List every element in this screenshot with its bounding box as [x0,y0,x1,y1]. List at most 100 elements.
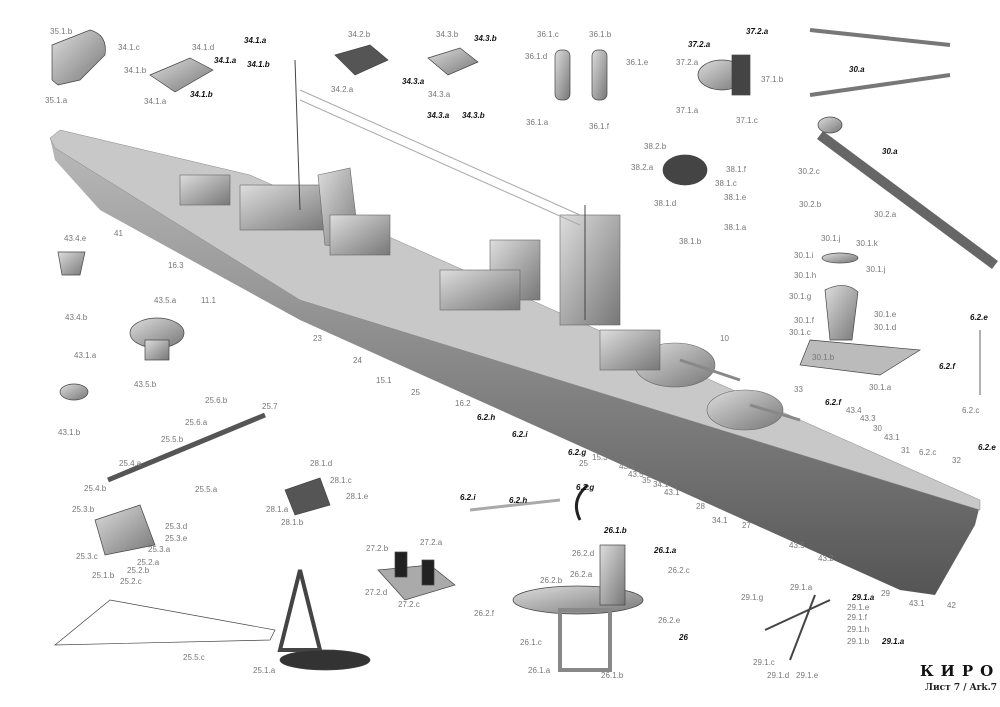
part-label: 30.2.a [874,210,897,219]
part-label: 29.1.d [767,671,790,680]
part-label: 28.1.e [346,492,369,501]
part-label: 25.1.a [253,666,276,675]
part-label: 6.2.f [939,362,956,371]
part-30-2-rail [817,130,998,270]
part-label: 43.5.b [134,380,157,389]
part-label: 27 [742,521,751,530]
part-label: 37.1.c [736,116,758,125]
part-label: 43.3 [860,414,876,423]
part-label: 31 [901,446,910,455]
part-25-5-truss [53,599,276,646]
part-label: 6.2.h [477,413,496,422]
part-label: 26 [679,633,688,642]
part-label: 15.1 [376,376,392,385]
part-label: 27.2.c [398,600,420,609]
part-label: 27.2.a [420,538,443,547]
part-label: 36.1.a [526,118,549,127]
part-label: 43.5 [789,541,805,550]
part-27-2-base [377,564,456,601]
part-label: 25.1.b [92,571,115,580]
part-label: 28 [696,502,705,511]
part-label: 43.5.a [154,296,177,305]
part-label: 26.2.a [570,570,593,579]
part-label: 41 [114,229,123,238]
part-label: 30.1.f [794,316,815,325]
part-35-1 [51,29,106,86]
part-26-1-frame [558,608,612,672]
part-label: 38.1.f [726,165,747,174]
part-label: 34.3.a [427,111,450,120]
part-6-2-h [469,498,561,512]
part-label: 30.2.b [799,200,822,209]
part-43-5-stem [144,339,170,361]
part-label: 36.1.d [525,52,548,61]
part-label: 38.1.e [724,193,747,202]
part-label: 11.1 [201,296,216,305]
part-label: 38.2.a [631,163,654,172]
part-label: 30.1.i [794,251,814,260]
part-label: 37.1.b [761,75,784,84]
part-label: 25.2.b [127,566,150,575]
part-label: 32 [952,456,961,465]
part-label: 28.1.b [281,518,304,527]
part-label: 30.a [849,65,865,74]
part-label: 16.3 [168,261,184,270]
part-label: 34.1.a [244,36,267,45]
part-label: 27.2.d [365,588,388,597]
part-label: 26.2.f [474,609,495,618]
part-label: 38.1.c [715,179,737,188]
part-label: 34.1.a [144,97,167,106]
part-label: 26.2.c [668,566,690,575]
part-label: 28.1.d [310,459,333,468]
part-label: 43.1 [909,599,925,608]
part-label: 29 [881,589,890,598]
part-label: 25.3.e [165,534,188,543]
part-label: 43.4 [846,406,862,415]
part-label: 30 [873,424,882,433]
part-label: 36.1.e [626,58,649,67]
mast [294,59,801,422]
part-label: 28.1.a [266,505,289,514]
part-label: 38.1.b [679,237,702,246]
part-label: 29.1.e [847,603,870,612]
part-label: 29.1.c [753,658,775,667]
part-label: 34.1.d [192,43,215,52]
part-label: 30.1.j [821,234,841,243]
part-label: 43.5 [628,470,644,479]
part-label: 26.1.b [604,526,627,535]
part-6-2-g [574,483,589,521]
part-label: 30.1.b [812,353,835,362]
part-label: 38.1.a [724,223,747,232]
part-label: 29.1.a [882,637,905,646]
part-label: 27.2.b [366,544,389,553]
part-label: 34.3.b [462,111,485,120]
part-label: 34.1.c [118,43,140,52]
part-label: 25.5.b [161,435,184,444]
part-34-1 [149,57,214,93]
part-label: 34.2.a [331,85,354,94]
part-label: 25.7 [262,402,278,411]
part-label: 34.3.a [402,77,425,86]
part-label: 30.1.k [856,239,878,248]
part-25-crane-base [94,504,156,556]
part-label: 36.1.b [589,30,612,39]
part-label: 24 [353,356,362,365]
part-25-crane-jib [107,412,266,483]
part-label: 43.1.a [74,351,97,360]
part-label: 35.1.a [45,96,68,105]
part-label: 26.2.e [658,616,681,625]
parts [51,28,998,672]
part-label: 26.1.a [654,546,677,555]
part-label: 30.1.a [869,383,892,392]
part-38-2 [662,154,708,186]
part-30-1-top [821,252,859,264]
part-label: 26.2.b [540,576,563,585]
part-label: 30.1.e [874,310,897,319]
part-label: 37.2.a [746,27,769,36]
part-label: 30.1.c [789,328,811,337]
part-label: 30.1.h [794,271,817,280]
part-label: 26.1.c [520,638,542,647]
part-label: 25.6.a [185,418,208,427]
part-label: 37.2.a [688,40,711,49]
